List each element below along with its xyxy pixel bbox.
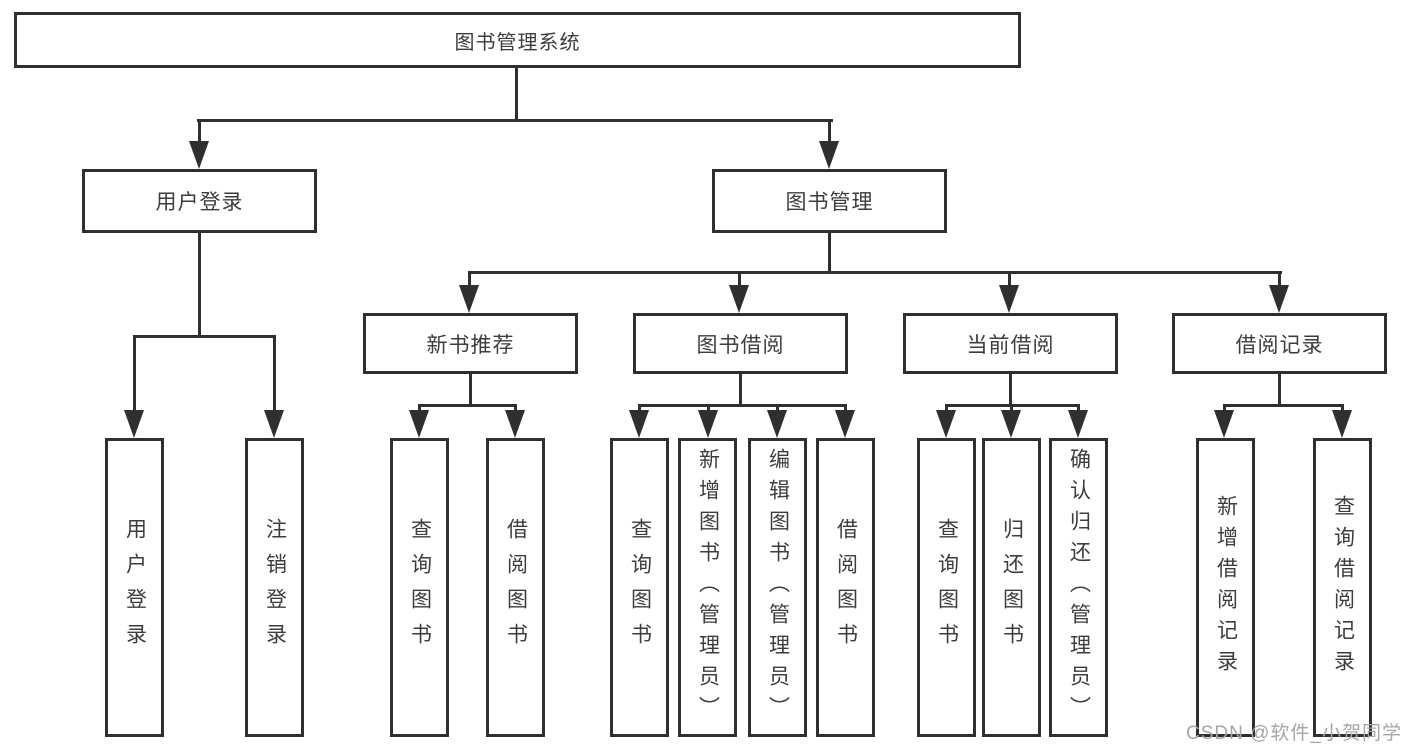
arrowhead-icon	[936, 410, 956, 438]
connector-book-borrow-drop	[738, 271, 741, 291]
arrowhead-icon	[835, 410, 855, 438]
leaf-label: 编辑图书（管理员）	[766, 448, 790, 727]
connector-user-login-drop	[198, 119, 201, 147]
node-leaf-add-books-admin: 新增图书（管理员）	[678, 438, 737, 737]
csdn-watermark: CSDN @软件_小贺同学	[1186, 723, 1402, 744]
connector-new-book-stem	[469, 374, 472, 407]
leaf-label: 查询图书	[628, 517, 652, 658]
connector-book-borrow-stem	[739, 374, 742, 407]
leaf-label: 归还图书	[1000, 517, 1024, 658]
node-leaf-logout: 注销登录	[245, 438, 304, 737]
connector-borrow-records-drop	[1278, 271, 1281, 291]
node-leaf-borrow-books: 借阅图书	[486, 438, 545, 737]
connector-root-stem	[515, 68, 518, 122]
node-book-management: 图书管理	[712, 169, 947, 233]
connector-leaf-drop	[133, 335, 136, 415]
node-root-library-system: 图书管理系统	[14, 12, 1021, 68]
connector-leaf-drop	[273, 335, 276, 415]
node-new-book-recommend: 新书推荐	[363, 313, 578, 374]
arrowhead-icon	[505, 410, 525, 438]
connector-borrow-records-stem	[1278, 374, 1281, 407]
node-borrow-records: 借阅记录	[1172, 313, 1387, 374]
node-leaf-edit-books-admin: 编辑图书（管理员）	[748, 438, 807, 737]
arrowhead-icon	[264, 410, 284, 438]
arrowhead-icon	[189, 141, 209, 169]
node-leaf-query-borrow-record: 查询借阅记录	[1313, 438, 1372, 737]
connector-borrow-records-rail	[1223, 404, 1344, 407]
leaf-label: 注销登录	[263, 517, 287, 658]
connector-user-login-rail	[133, 335, 276, 338]
arrowhead-icon	[1269, 285, 1289, 313]
leaf-label: 用户登录	[123, 517, 147, 658]
arrowhead-icon	[1001, 410, 1021, 438]
node-leaf-borrow-books: 借阅图书	[816, 438, 875, 737]
connector-level1-rail	[197, 119, 833, 122]
leaf-label: 新增借阅记录	[1214, 494, 1238, 681]
connector-user-login-stem	[198, 233, 201, 338]
node-book-borrow: 图书借阅	[633, 313, 848, 374]
connector-new-book-drop	[468, 271, 471, 291]
arrowhead-icon	[1214, 410, 1234, 438]
node-leaf-query-books: 查询图书	[917, 438, 976, 737]
arrowhead-icon	[819, 141, 839, 169]
arrowhead-icon	[124, 410, 144, 438]
arrowhead-icon	[767, 410, 787, 438]
leaf-label: 借阅图书	[504, 517, 528, 658]
node-leaf-query-books: 查询图书	[390, 438, 449, 737]
node-current-borrow: 当前借阅	[903, 313, 1118, 374]
connector-new-book-rail	[418, 404, 517, 407]
leaf-label: 确认归还（管理员）	[1067, 448, 1091, 727]
connector-book-borrow-rail	[638, 404, 847, 407]
connector-book-management-drop	[828, 119, 831, 147]
leaf-label: 查询借阅记录	[1331, 494, 1355, 681]
node-leaf-confirm-return-admin: 确认归还（管理员）	[1049, 438, 1108, 737]
arrowhead-icon	[729, 285, 749, 313]
arrowhead-icon	[698, 410, 718, 438]
leaf-label: 查询图书	[408, 517, 432, 658]
arrowhead-icon	[1068, 410, 1088, 438]
node-user-login: 用户登录	[82, 169, 317, 233]
connector-current-borrow-stem	[1009, 374, 1012, 407]
connector-book-management-stem	[828, 233, 831, 274]
connector-level2-rail	[468, 271, 1282, 274]
connector-current-borrow-drop	[1008, 271, 1011, 291]
node-leaf-add-borrow-record: 新增借阅记录	[1196, 438, 1255, 737]
node-leaf-query-books: 查询图书	[610, 438, 669, 737]
leaf-label: 借阅图书	[834, 517, 858, 658]
arrowhead-icon	[409, 410, 429, 438]
arrowhead-icon	[629, 410, 649, 438]
leaf-label: 新增图书（管理员）	[696, 448, 720, 727]
node-leaf-return-books: 归还图书	[982, 438, 1041, 737]
leaf-label: 查询图书	[935, 517, 959, 658]
arrowhead-icon	[1332, 410, 1352, 438]
node-leaf-user-login: 用户登录	[105, 438, 164, 737]
arrowhead-icon	[999, 285, 1019, 313]
arrowhead-icon	[459, 285, 479, 313]
